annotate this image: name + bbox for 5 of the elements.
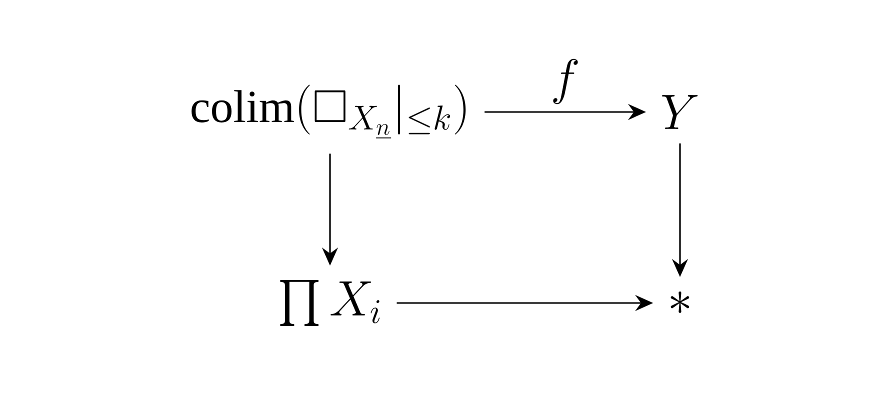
math-label: $\operatorname{colim}(\square_{X_{\underline{n}}}|_{\leq k})$ — [192, 84, 466, 138]
edge-label: $f$ — [548, 57, 582, 106]
math-label: $*$ — [670, 291, 690, 313]
math-label: $Y$ — [662, 95, 698, 129]
math-label: $\prod X_i$ — [280, 280, 380, 326]
